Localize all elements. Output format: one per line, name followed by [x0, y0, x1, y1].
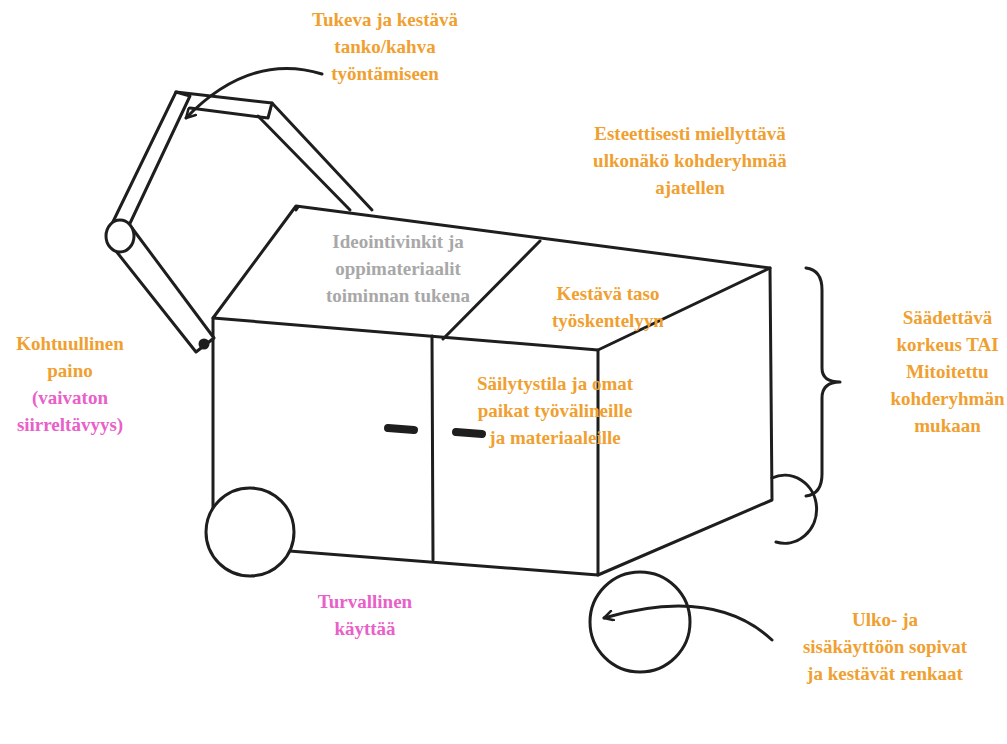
annotation-label: Turvallinen käyttää [300, 588, 430, 642]
handle-bolt [200, 340, 208, 348]
annotation-label: Säädettävä korkeus TAI Mitoitettu kohder… [888, 304, 1007, 439]
annotation-label: Ulko- ja sisäkäyttöön sopivat ja kestävä… [800, 606, 970, 687]
door-handle [388, 428, 414, 430]
leader-arrow [186, 69, 322, 119]
annotation-label: Esteettisesti miellyttävä ulkonäkö kohde… [590, 120, 790, 201]
annotation-label: Tukeva ja kestävä tanko/kahva työntämise… [297, 6, 473, 87]
annotation-label: Ideointivinkit ja oppimateriaalit toimin… [300, 228, 496, 309]
annotation-label: Kestävä taso työskentelyyn [533, 280, 683, 334]
handle-pivot [106, 220, 134, 252]
handle-arm [258, 103, 372, 210]
cart-top-corner [296, 207, 298, 210]
handle-arm [108, 92, 190, 236]
annotation-label: Säilytystila ja omat paikat työvälineill… [470, 370, 640, 451]
annotation-label: (vaivaton siirreltävyys) [2, 384, 138, 438]
height-bracket [806, 268, 840, 496]
cart-top [213, 206, 770, 350]
front-wheel [590, 572, 690, 672]
door-divider [432, 336, 433, 560]
back-wheel [772, 475, 817, 543]
door-handle [456, 432, 482, 434]
front-wheel [206, 488, 294, 576]
leader-arrow [604, 606, 772, 640]
annotation-label: Kohtuullinen paino [2, 330, 138, 384]
